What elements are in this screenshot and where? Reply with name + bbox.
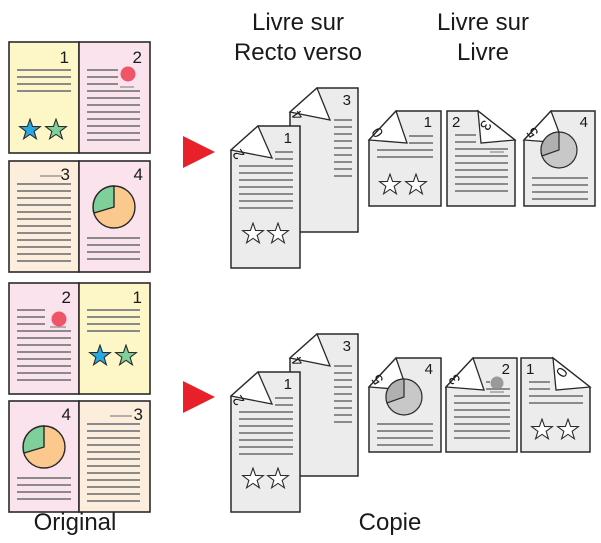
text-lines <box>17 415 140 502</box>
text-lines <box>17 309 140 381</box>
page-number-3: 3 <box>343 92 351 109</box>
page-number-1: 1 <box>60 48 69 67</box>
label-book-to-book-line2: Livre <box>456 39 510 66</box>
original-spread-3: 2 1 <box>8 282 151 395</box>
arrow-icon <box>183 136 215 168</box>
label-book-to-duplex-line2: Recto verso <box>233 39 363 66</box>
copy-duplex-bottom: 3 4 1 2 <box>230 332 359 513</box>
page-number-2: 2 <box>62 288 71 307</box>
page-number-4: 4 <box>134 165 143 184</box>
pie-chart-icon <box>540 131 578 169</box>
page-number-4: 4 <box>580 114 588 131</box>
original-spread-4: 4 3 <box>8 400 151 513</box>
copy-book-top: 1 0 2 3 4 5 <box>367 109 596 207</box>
pie-chart-icon <box>22 425 66 469</box>
dot-icon <box>51 311 67 327</box>
page-number-1: 1 <box>284 130 292 147</box>
original-page-yellow <box>78 282 151 395</box>
label-original: Original <box>33 509 117 536</box>
original-spread-1: 1 2 <box>8 41 151 154</box>
label-book-to-duplex-line1: Livre sur <box>251 9 345 36</box>
page-number-3: 3 <box>134 405 143 424</box>
page-number-2: 2 <box>452 114 460 131</box>
page-number-1: 1 <box>133 288 142 307</box>
pie-chart-icon <box>92 185 136 229</box>
page-number-4: 4 <box>425 361 433 378</box>
page-number-4: 4 <box>62 405 71 424</box>
dot-icon <box>120 66 136 82</box>
page-number-1: 1 <box>526 361 534 378</box>
page-number-3: 3 <box>61 165 70 184</box>
label-book-to-duplex: Livre sur Recto verso <box>218 8 378 68</box>
page-number-1: 1 <box>424 114 432 131</box>
arrow-icon <box>183 381 215 413</box>
text-lines <box>17 175 140 262</box>
copy-duplex-top: 3 4 1 2 <box>230 86 359 269</box>
page-number-3: 3 <box>343 338 351 355</box>
original-spread-2: 3 4 <box>8 160 151 273</box>
pie-chart-icon <box>385 378 423 416</box>
label-book-to-book: Livre sur Livre <box>408 8 558 68</box>
page-number-2: 2 <box>133 48 142 67</box>
page-number-1: 1 <box>284 376 292 393</box>
dot-icon <box>490 376 504 390</box>
label-book-to-book-line1: Livre sur <box>436 9 530 36</box>
page-number-2: 2 <box>502 361 510 378</box>
copy-book-bottom: 4 5 2 3 1 0 <box>367 356 592 453</box>
label-copy: Copie <box>358 509 422 536</box>
text-lines <box>17 69 140 141</box>
